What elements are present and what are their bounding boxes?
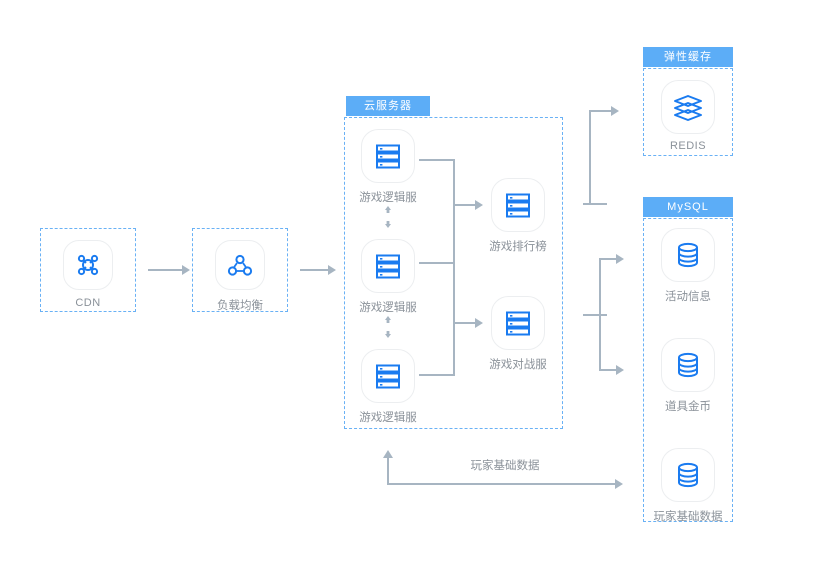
load-balancer-squircle — [215, 240, 265, 290]
edge-logic3-stub — [419, 374, 455, 376]
arrow-right-icon-player-base-data — [615, 479, 623, 489]
edge-player-base-data-h — [387, 483, 617, 485]
database-icon — [678, 462, 698, 488]
node-label-game-battle-server: 游戏对战服 — [489, 359, 547, 371]
edge-logic-to-battle — [455, 322, 477, 324]
group-box-cloud-server — [344, 117, 563, 429]
node-label-game-logic-server-3: 游戏逻辑服 — [359, 412, 417, 424]
edge-rank-to-redis-v — [589, 110, 591, 205]
group-tab-cloud-server: 云服务器 — [346, 96, 430, 116]
arrow-right-icon-rank-redis — [611, 106, 619, 116]
node-label-game-logic-server-2: 游戏逻辑服 — [359, 302, 417, 314]
edge-player-base-data-v — [387, 457, 389, 484]
playerdata-squircle — [661, 448, 715, 502]
arrow-right-icon-battle-mysql-top — [616, 254, 624, 264]
load-balancer-icon — [227, 254, 253, 276]
node-label-load-balancer: 负载均衡 — [217, 300, 263, 312]
edge-label-player-base-data: 玩家基础数据 — [470, 460, 540, 472]
items-squircle — [661, 338, 715, 392]
node-label-cdn: CDN — [75, 297, 101, 309]
node-label-activity-info: 活动信息 — [665, 291, 711, 303]
database-icon — [678, 352, 698, 378]
sync-bidirectional-icon-2 — [381, 315, 395, 344]
server-icon — [506, 193, 530, 218]
group-box-mysql — [643, 218, 733, 522]
edge-cdn-to-slb — [148, 269, 184, 271]
edge-battle-to-mysql-bus — [599, 258, 601, 371]
battle-squircle — [491, 296, 545, 350]
logic2-squircle — [361, 239, 415, 293]
edge-battle-to-mysql-h-bottom — [599, 369, 619, 371]
edge-logic-to-rank — [455, 204, 477, 206]
edge-rank-to-redis-h2 — [589, 110, 613, 112]
server-icon — [376, 254, 400, 279]
edge-logic-bus — [453, 159, 455, 376]
cdn-squircle — [63, 240, 113, 290]
activity-squircle — [661, 228, 715, 282]
arrow-right-icon-logic-rank — [475, 200, 483, 210]
cdn-network-icon — [77, 254, 99, 276]
server-icon — [506, 311, 530, 336]
arrow-right-icon-logic-battle — [475, 318, 483, 328]
arrow-right-icon-slb-ecs — [328, 265, 336, 275]
edge-rank-to-redis-h1 — [583, 203, 607, 205]
logic1-squircle — [361, 129, 415, 183]
node-label-player-base-data: 玩家基础数据 — [653, 511, 723, 523]
group-box-elastic-cache — [643, 68, 733, 156]
arrow-right-icon-cdn-slb — [182, 265, 190, 275]
node-label-redis: REDIS — [669, 140, 707, 152]
node-label-items-coins: 道具金币 — [665, 401, 711, 413]
server-icon — [376, 364, 400, 389]
redis-squircle — [661, 80, 715, 134]
edge-battle-to-mysql-stub — [583, 314, 607, 316]
node-label-game-rank-server: 游戏排行榜 — [489, 241, 547, 253]
group-tab-mysql: MySQL — [643, 197, 733, 217]
node-label-game-logic-server-1: 游戏逻辑服 — [359, 192, 417, 204]
arrow-up-icon-player-base-data — [383, 450, 393, 458]
database-icon — [678, 242, 698, 268]
edge-logic2-stub — [419, 262, 455, 264]
edge-battle-to-mysql-h-top — [599, 258, 619, 260]
group-box-slb — [192, 228, 288, 312]
logic3-squircle — [361, 349, 415, 403]
group-box-cdn — [40, 228, 136, 312]
edge-slb-to-ecs — [300, 269, 330, 271]
server-icon — [376, 144, 400, 169]
redis-stack-icon — [674, 95, 702, 121]
group-tab-elastic-cache: 弹性缓存 — [643, 47, 733, 67]
sync-bidirectional-icon-1 — [381, 205, 395, 234]
edge-logic1-stub — [419, 159, 455, 161]
arrow-right-icon-battle-mysql-bottom — [616, 365, 624, 375]
rank-squircle — [491, 178, 545, 232]
